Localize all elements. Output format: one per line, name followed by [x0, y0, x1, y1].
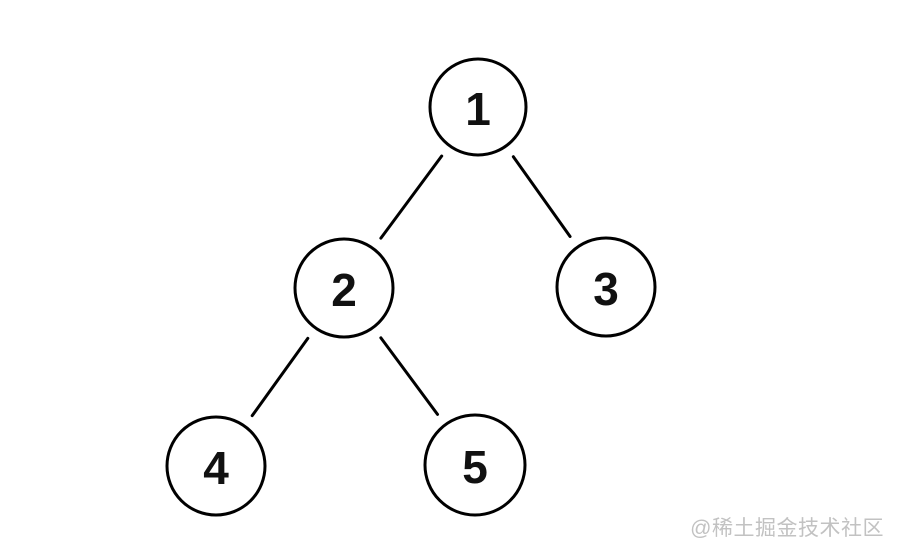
tree-edge-1-3	[511, 155, 572, 238]
tree-node-circle	[555, 236, 657, 338]
tree-node-label: 4	[203, 442, 229, 494]
tree-node-label: 5	[462, 441, 488, 493]
tree-edge-2-4	[250, 336, 310, 418]
tree-node-circle	[428, 57, 528, 157]
tree-node-label: 1	[465, 83, 491, 135]
tree-node-label: 3	[593, 263, 619, 315]
tree-node-5: 5	[423, 413, 527, 517]
tree-node-circle	[165, 415, 267, 517]
tree-node-2: 2	[293, 237, 395, 339]
tree-edge-2-5	[379, 336, 440, 416]
tree-node-4: 4	[165, 415, 267, 517]
tree-node-1: 1	[428, 57, 528, 157]
tree-node-circle	[293, 237, 395, 339]
tree-node-label: 2	[331, 264, 357, 316]
tree-node-circle	[423, 413, 527, 517]
tree-edge-1-2	[379, 154, 444, 240]
tree-node-3: 3	[555, 236, 657, 338]
watermark-text: @稀土掘金技术社区	[690, 517, 884, 540]
tree-nodes: 1 2 3 4 5	[165, 57, 657, 517]
tree-edges	[250, 154, 572, 418]
